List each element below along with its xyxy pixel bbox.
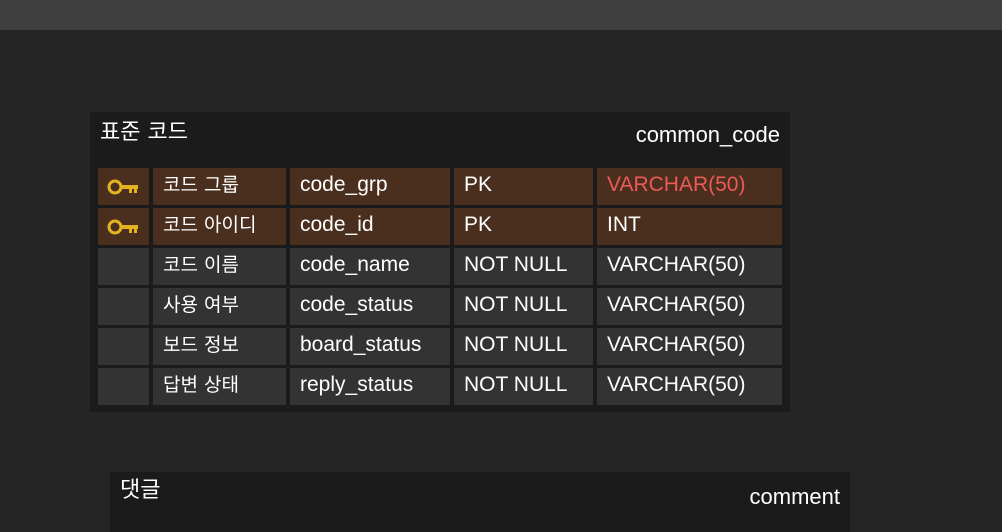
column-logical-name: 사용 여부 bbox=[153, 288, 286, 325]
column-physical-name: code_name bbox=[290, 248, 450, 285]
column-type: VARCHAR(50) bbox=[597, 328, 782, 365]
column-constraint: NOT NULL bbox=[454, 328, 593, 365]
primary-key-icon bbox=[107, 219, 138, 235]
column-type: VARCHAR(50) bbox=[597, 288, 782, 325]
key-cell bbox=[98, 368, 149, 405]
column-type: VARCHAR(50) bbox=[597, 248, 782, 285]
entity-physical-name: common_code bbox=[635, 122, 780, 147]
column-type: INT bbox=[597, 208, 782, 245]
column-type: VARCHAR(50) bbox=[597, 168, 782, 205]
entity-header[interactable]: 댓글 comment bbox=[110, 472, 850, 516]
column-constraint: NOT NULL bbox=[454, 368, 593, 405]
column-physical-name: code_id bbox=[290, 208, 450, 245]
entity-header[interactable]: 표준 코드 common_code bbox=[90, 112, 790, 156]
column-physical-name: board_status bbox=[290, 328, 450, 365]
entity-physical-name: comment bbox=[749, 484, 840, 509]
column-physical-name: code_status bbox=[290, 288, 450, 325]
column-logical-name: 코드 그룹 bbox=[153, 168, 286, 205]
column-constraint: PK bbox=[454, 208, 593, 245]
column-constraint: NOT NULL bbox=[454, 288, 593, 325]
column-constraint: PK bbox=[454, 168, 593, 205]
column-logical-name: 코드 아이디 bbox=[153, 208, 286, 245]
column-type: VARCHAR(50) bbox=[597, 368, 782, 405]
key-cell bbox=[98, 288, 149, 325]
column-physical-name: reply_status bbox=[290, 368, 450, 405]
column-logical-name: 답변 상태 bbox=[153, 368, 286, 405]
key-cell bbox=[98, 248, 149, 285]
column-logical-name: 코드 이름 bbox=[153, 248, 286, 285]
key-cell bbox=[98, 208, 149, 245]
column-constraint: NOT NULL bbox=[454, 248, 593, 285]
primary-key-icon bbox=[107, 179, 138, 195]
key-cell bbox=[98, 168, 149, 205]
key-cell bbox=[98, 328, 149, 365]
column-physical-name: code_grp bbox=[290, 168, 450, 205]
entity-logical-name: 댓글 bbox=[120, 478, 161, 503]
entity-logical-name: 표준 코드 bbox=[100, 120, 188, 145]
column-logical-name: 보드 정보 bbox=[153, 328, 286, 365]
entity-comment[interactable]: 댓글 comment bbox=[110, 472, 850, 532]
entity-common-code[interactable]: 표준 코드 common_code 코드 그룹 code_grp PK VARC… bbox=[90, 112, 790, 412]
top-toolbar bbox=[0, 0, 1002, 30]
